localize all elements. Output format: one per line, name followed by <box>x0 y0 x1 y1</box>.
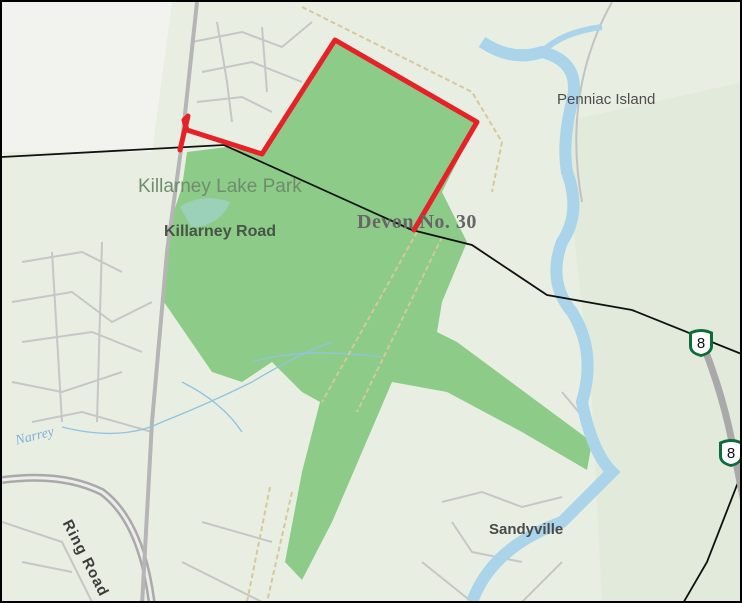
study-area-boundary <box>177 37 480 233</box>
island-label: Penniac Island <box>557 91 656 108</box>
highway-shield-number: 8 <box>726 445 736 462</box>
streams <box>61 341 383 435</box>
parish-boundary-line-south <box>683 474 740 601</box>
terrain-light-upland <box>2 2 172 152</box>
parish-boundary-line <box>2 144 740 355</box>
road-label: Killarney Road <box>164 223 277 240</box>
parish-label: Devon No. 30 <box>357 211 477 233</box>
park-label: Killarney Lake Park <box>138 176 302 197</box>
protected-area <box>164 40 592 580</box>
highway-shield: 8 <box>687 328 715 358</box>
highway-shield-number: 8 <box>696 335 706 352</box>
river-branch <box>539 24 603 55</box>
utility-corridors <box>246 6 504 601</box>
shield-icon <box>689 329 713 357</box>
river <box>466 36 621 601</box>
park-lake <box>180 198 230 228</box>
community-label: Sandyville <box>489 521 564 538</box>
killarney-road <box>140 2 199 601</box>
highway-shield: 8 <box>717 438 740 468</box>
shield-icon <box>719 439 740 467</box>
highway-8 <box>698 340 740 500</box>
